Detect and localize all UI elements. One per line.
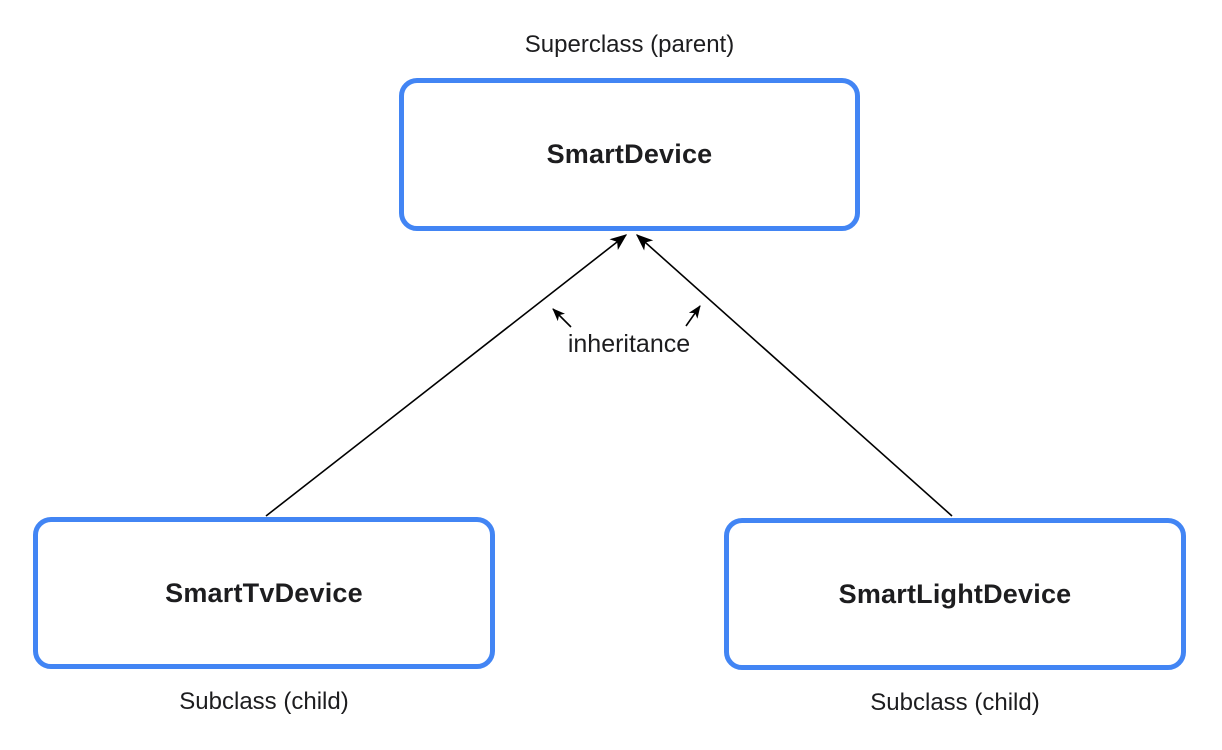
subclass-caption-right: Subclass (child) <box>870 689 1040 716</box>
inheritance-label: inheritance <box>567 330 691 358</box>
node-smartdevice-label: SmartDevice <box>546 139 713 169</box>
superclass-caption: Superclass (parent) <box>524 31 735 58</box>
subclass-caption-left: Subclass (child) <box>179 688 349 715</box>
inheritance-label-pointer-left <box>552 308 572 328</box>
node-smarttvdevice: SmartTvDevice <box>33 517 495 669</box>
inheritance-edge-right <box>635 234 953 517</box>
node-smartlightdevice: SmartLightDevice <box>724 518 1186 670</box>
node-smarttvdevice-label: SmartTvDevice <box>165 577 363 608</box>
inheritance-label-pointer-right <box>685 305 701 327</box>
inheritance-edge-left <box>265 234 628 517</box>
node-smartlightdevice-label: SmartLightDevice <box>838 578 1072 609</box>
node-smartdevice: SmartDevice <box>399 78 860 231</box>
